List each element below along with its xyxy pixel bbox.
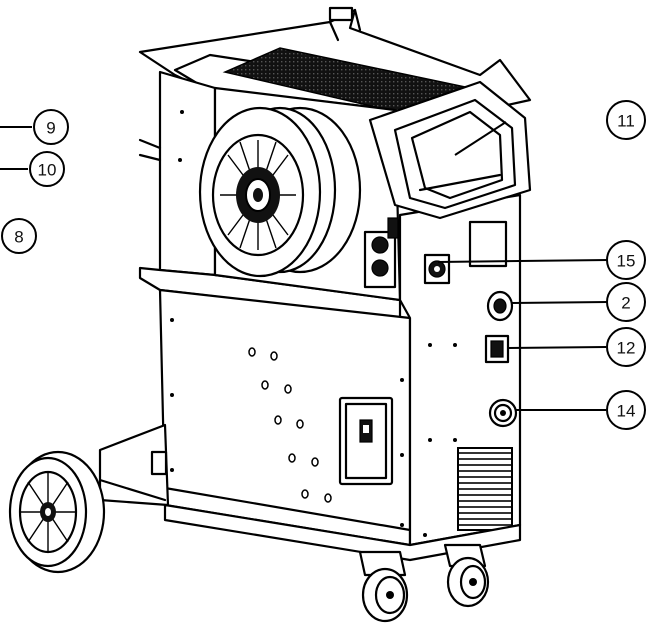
callout-2: 2: [606, 282, 646, 322]
callout-14: 14: [606, 390, 646, 430]
callout-label: 2: [621, 294, 630, 313]
base-plate: [163, 503, 522, 562]
wire-spool: [198, 106, 362, 278]
callout-12: 12: [606, 327, 646, 367]
ventilation-grille: [457, 447, 513, 531]
callout-label: 14: [617, 402, 636, 421]
callout-label: 11: [617, 112, 635, 131]
callout-label: 15: [617, 252, 636, 271]
cable-gland: [488, 398, 518, 428]
callout-10: 10: [29, 151, 65, 187]
callout-label: 8: [14, 228, 23, 247]
callout-11: 11: [606, 100, 646, 140]
callout-15: 15: [606, 240, 646, 280]
rear-chassis: [98, 423, 170, 507]
rear-switch: [484, 334, 510, 364]
callout-label: 9: [46, 119, 55, 138]
castor-wheel-left: [358, 550, 409, 623]
control-panel-housing: [368, 80, 532, 220]
front-switch-panel: [338, 396, 394, 486]
callout-8: 8: [1, 218, 37, 254]
leader-lines: [0, 121, 609, 411]
callout-9: 9: [33, 109, 69, 145]
panel-holes: [248, 347, 332, 503]
wire-feeder: [363, 217, 399, 289]
gas-socket: [486, 290, 514, 322]
callout-label: 10: [38, 161, 57, 180]
callout-label: 12: [617, 339, 636, 358]
rear-wheel: [8, 450, 106, 574]
castor-wheel-right: [443, 543, 490, 608]
euro-connector: [423, 253, 451, 285]
